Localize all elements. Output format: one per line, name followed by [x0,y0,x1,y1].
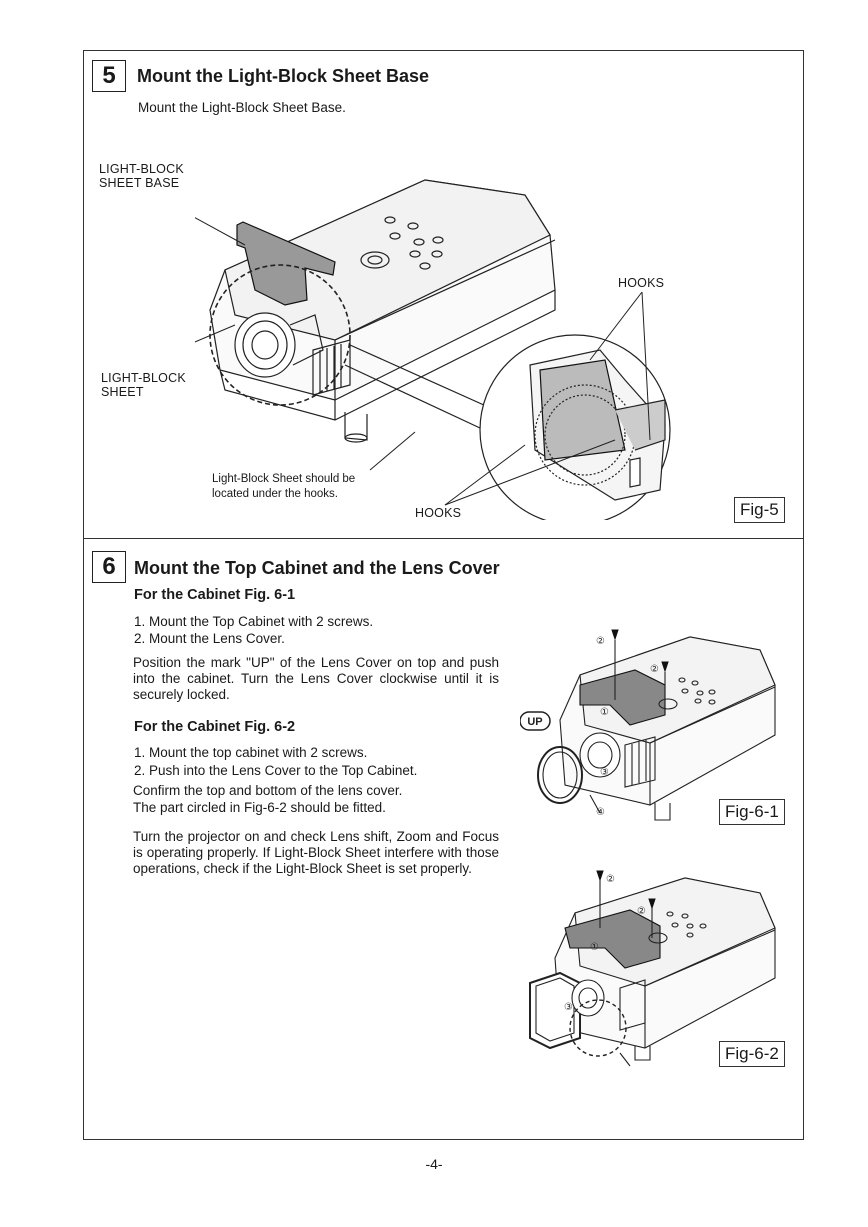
fig-6-2-step-2: 2. Push into the Lens Cover to the Top C… [134,763,418,778]
callout-6-1-d: ③ [600,767,609,778]
fig-5-illustration [195,179,671,520]
step-5-text: Mount the Light-Block Sheet Base. [138,100,346,115]
step-6-title: Mount the Top Cabinet and the Lens Cover [134,558,500,578]
label-sheet-base-line2: SHEET BASE [99,176,180,190]
subhead-fig-6-2: For the Cabinet Fig. 6-2 [134,719,296,735]
fig-6-1-paragraph: Position the mark "UP" of the Lens Cover… [133,655,499,702]
fig-6-2-illustration: ② ② ① ③ [529,870,776,1067]
callout-6-1-e: ④ [596,807,605,818]
section-divider [83,538,804,539]
note-line2: located under the hooks. [212,488,338,500]
label-hooks-top: HOOKS [618,276,665,290]
page-number: -4- [425,1156,443,1172]
callout-6-2-c: ① [590,942,599,953]
callout-6-2-b: ② [637,906,646,917]
label-sheet-line2: SHEET [101,385,144,399]
fig-6-2-label: Fig-6-2 [719,1041,785,1067]
step-6-number: 6 [92,551,126,583]
callout-6-1-b: ② [650,664,659,675]
fig-6-1-illustration: UP ② ② ① ③ ④ [520,629,776,821]
up-mark: UP [527,716,542,728]
step-5-number: 5 [92,60,126,92]
note-line1: Light-Block Sheet should be [212,473,356,485]
callout-6-1-a: ② [596,636,605,647]
callout-6-2-a: ② [606,874,615,885]
callout-6-1-c: ① [600,707,609,718]
fig-6-2-para-line2: The part circled in Fig-6-2 should be fi… [133,800,386,815]
fig-6-2-step-1: 1. Mount the top cabinet with 2 screws. [134,745,368,760]
label-hooks-bottom: HOOKS [415,506,462,520]
label-sheet-base-line1: LIGHT-BLOCK [99,162,184,176]
subhead-fig-6-1: For the Cabinet Fig. 6-1 [134,587,296,603]
final-paragraph: Turn the projector on and check Lens shi… [133,829,499,876]
label-sheet-line1: LIGHT-BLOCK [101,371,186,385]
step-5-title: Mount the Light-Block Sheet Base [137,66,430,86]
fig-5-label: Fig-5 [734,497,785,523]
page-frame [83,50,804,1140]
fig-6-1-step-1: 1. Mount the Top Cabinet with 2 screws. [134,614,374,629]
fig-6-2-para-line1: Confirm the top and bottom of the lens c… [133,783,403,798]
callout-6-2-d: ③ [564,1002,573,1013]
fig-6-1-step-2: 2. Mount the Lens Cover. [134,631,285,646]
fig-6-1-label: Fig-6-1 [719,799,785,825]
